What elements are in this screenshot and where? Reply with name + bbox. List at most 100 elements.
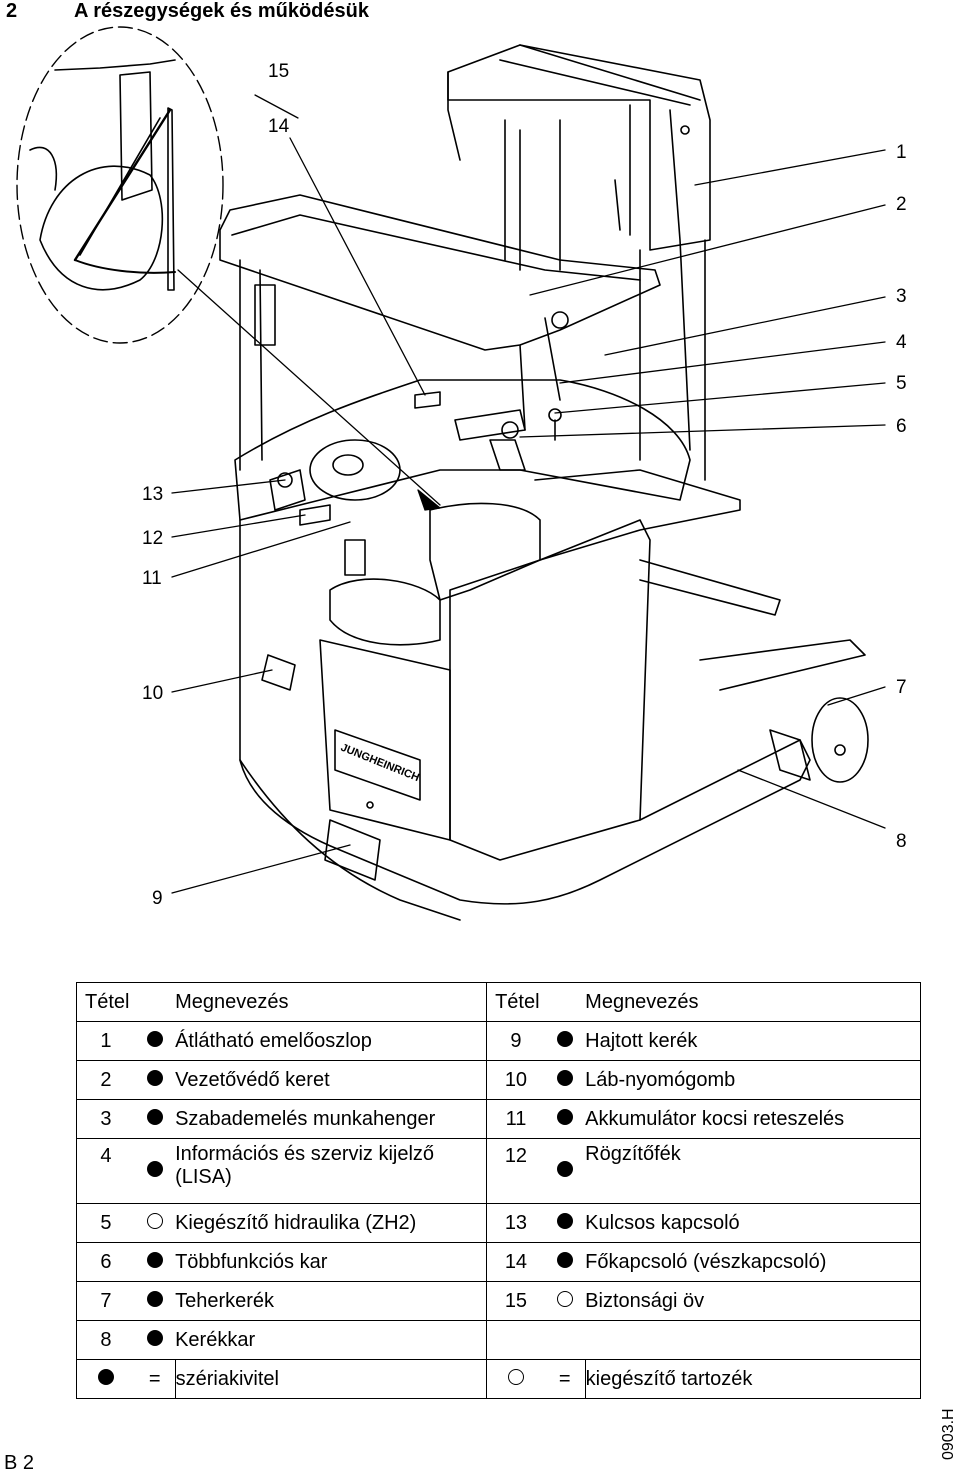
- item-number: 5: [75, 1203, 135, 1243]
- item-name: Átlátható emelőoszlop: [175, 1021, 488, 1061]
- callout-labels: 15 14 1 2 3 4 5 6 13 12 11 10 7 8 9: [142, 61, 907, 909]
- callout-2: 2: [896, 194, 907, 215]
- callout-1: 1: [896, 142, 907, 163]
- standard-marker: [556, 1108, 573, 1125]
- legend-standard-label: szériakivitel: [175, 1359, 488, 1399]
- item-number: 15: [486, 1281, 545, 1321]
- item-name: Kulcsos kapcsoló: [585, 1203, 922, 1243]
- callout-14: 14: [268, 116, 290, 137]
- callout-4: 4: [896, 332, 907, 353]
- standard-marker: [556, 1212, 573, 1229]
- item-number: 8: [75, 1320, 135, 1360]
- item-type-marker: [134, 1138, 176, 1204]
- section-title: A részegységek és működésük: [74, 0, 369, 22]
- page-number: B 2: [4, 1452, 35, 1474]
- header-name-left: Megnevezés: [175, 982, 488, 1022]
- chassis: [239, 519, 869, 921]
- item-name: Főkapcsoló (vészkapcsoló): [585, 1242, 922, 1282]
- callout-7: 7: [896, 677, 907, 698]
- optional-marker: [556, 1290, 573, 1307]
- standard-marker: [146, 1160, 163, 1177]
- item-type-marker: [544, 1099, 586, 1139]
- header-item-right: Tétel: [486, 982, 586, 1022]
- item-type-marker: [134, 1021, 176, 1061]
- standard-marker: [146, 1030, 163, 1047]
- item-type-marker: [134, 1099, 176, 1139]
- item-number: 12: [486, 1138, 545, 1204]
- item-name: Hajtott kerék: [585, 1021, 922, 1061]
- item-name: Kiegészítő hidraulika (ZH2): [175, 1203, 488, 1243]
- leader-lines: [171, 94, 886, 894]
- item-name: Biztonsági öv: [585, 1281, 922, 1321]
- item-type-marker: [544, 1320, 586, 1360]
- item-number: 14: [486, 1242, 545, 1282]
- legend-optional-label: kiegészítő tartozék: [585, 1359, 922, 1399]
- legend-optional-symbol: [486, 1359, 545, 1399]
- battery-box: JUNGHEINRICH: [319, 639, 451, 841]
- standard-marker: [556, 1160, 573, 1177]
- callout-12: 12: [142, 528, 163, 549]
- item-name: Információs és szerviz kijelző (LISA): [175, 1138, 488, 1204]
- page-header: 2 A részegységek és működésük: [0, 0, 960, 24]
- item-name: Vezetővédő keret: [175, 1060, 488, 1100]
- standard-marker: [146, 1290, 163, 1307]
- svg-text:JUNGHEINRICH: JUNGHEINRICH: [339, 742, 421, 785]
- item-number: 2: [75, 1060, 135, 1100]
- item-type-marker: [134, 1242, 176, 1282]
- overhead-guard: [219, 194, 661, 471]
- callout-9: 9: [152, 888, 163, 909]
- item-name: Teherkerék: [175, 1281, 488, 1321]
- seat: [329, 469, 741, 861]
- item-number: 10: [486, 1060, 545, 1100]
- standard-marker: [556, 1030, 573, 1047]
- item-type-marker: [544, 1138, 586, 1204]
- seatbelt-inset: [16, 26, 224, 344]
- standard-marker: [146, 1329, 163, 1346]
- callout-5: 5: [896, 373, 907, 394]
- console: [234, 379, 691, 576]
- item-type-marker: [134, 1281, 176, 1321]
- item-name: Többfunkciós kar: [175, 1242, 488, 1282]
- item-number: 6: [75, 1242, 135, 1282]
- standard-marker: [146, 1108, 163, 1125]
- item-number: 7: [75, 1281, 135, 1321]
- item-name: Láb-nyomógomb: [585, 1060, 922, 1100]
- callout-3: 3: [896, 286, 907, 307]
- standard-marker: [556, 1069, 573, 1086]
- item-number: [486, 1320, 545, 1360]
- legend-standard-symbol: [75, 1359, 135, 1399]
- callout-10: 10: [142, 683, 163, 704]
- item-type-marker: [544, 1242, 586, 1282]
- callout-6: 6: [896, 416, 907, 437]
- item-type-marker: [544, 1060, 586, 1100]
- item-type-marker: [134, 1060, 176, 1100]
- item-name: Akkumulátor kocsi reteszelés: [585, 1099, 922, 1139]
- header-name-right: Megnevezés: [585, 982, 922, 1022]
- item-name: Kerékkar: [175, 1320, 488, 1360]
- item-type-marker: [134, 1320, 176, 1360]
- item-number: 11: [486, 1099, 545, 1139]
- standard-marker: [146, 1069, 163, 1086]
- section-number: 2: [6, 0, 18, 22]
- item-type-marker: [544, 1203, 586, 1243]
- item-number: 13: [486, 1203, 545, 1243]
- item-name: [585, 1320, 922, 1360]
- mast: [447, 44, 711, 481]
- table-header-row: Tétel Megnevezés Tétel Megnevezés: [76, 982, 922, 1022]
- legend-row: = szériakivitel = kiegészítő tartozék: [75, 1359, 922, 1399]
- item-type-marker: [544, 1021, 586, 1061]
- table-row: 5 Kiegészítő hidraulika (ZH2)13 Kulcsos ka…: [75, 1203, 922, 1243]
- callout-11: 11: [142, 568, 162, 589]
- item-number: 4: [75, 1138, 135, 1204]
- standard-marker: [556, 1251, 573, 1268]
- standard-marker: [146, 1251, 163, 1268]
- callout-8: 8: [896, 831, 907, 852]
- table-row: 8 Kerékkar: [75, 1320, 922, 1360]
- item-number: 9: [486, 1021, 545, 1061]
- document-code: 0903.H: [940, 1408, 957, 1460]
